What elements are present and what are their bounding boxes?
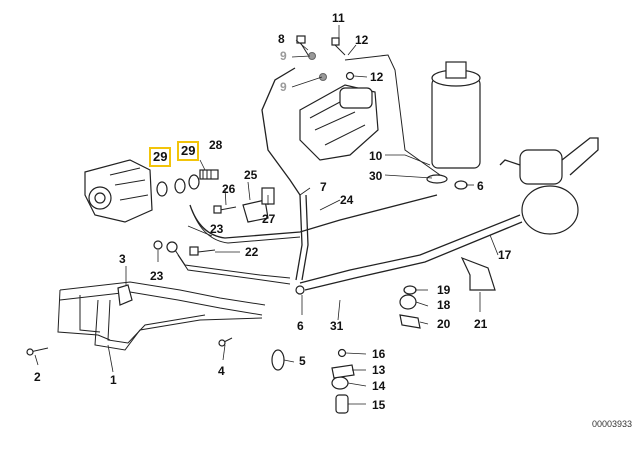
callout-28: 28 xyxy=(209,138,223,152)
callout-15: 15 xyxy=(372,398,386,412)
clip-18 xyxy=(399,294,417,310)
screw-16 xyxy=(337,348,347,358)
power-steering-pump xyxy=(84,159,153,223)
grommet-14 xyxy=(331,376,349,390)
callout-29-left[interactable]: 29 xyxy=(149,147,172,167)
callout-1: 1 xyxy=(110,373,117,387)
callout-24: 24 xyxy=(340,193,354,207)
reservoir xyxy=(426,61,481,190)
callout-3: 3 xyxy=(119,252,126,266)
callout-5: 5 xyxy=(299,354,306,368)
banjo-bolt xyxy=(199,169,219,180)
callout-8: 8 xyxy=(278,32,285,46)
callout-30: 30 xyxy=(369,169,383,183)
bracket-3 xyxy=(117,284,133,306)
callout-29-right[interactable]: 29 xyxy=(177,141,200,161)
callout-12-mid: 12 xyxy=(370,70,384,84)
callout-13: 13 xyxy=(372,363,386,377)
callout-22: 22 xyxy=(245,245,259,259)
callout-11: 11 xyxy=(332,11,345,25)
callout-9-mid: 9 xyxy=(280,80,287,94)
callout-21: 21 xyxy=(474,317,488,331)
cooling-loop-lines xyxy=(57,281,266,351)
callout-23-upper: 23 xyxy=(210,222,224,236)
callout-26: 26 xyxy=(222,182,236,196)
callout-4: 4 xyxy=(218,364,225,378)
callout-9-top: 9 xyxy=(280,49,287,63)
callout-27: 27 xyxy=(262,212,276,226)
steering-gear-box xyxy=(299,84,379,161)
callout-19: 19 xyxy=(437,283,451,297)
callout-16: 16 xyxy=(372,347,386,361)
callout-20: 20 xyxy=(437,317,451,331)
callout-17: 17 xyxy=(498,248,512,262)
callout-31: 31 xyxy=(330,319,344,333)
seal-rings xyxy=(156,174,200,197)
document-number: 00003933 xyxy=(591,419,632,429)
callout-2: 2 xyxy=(34,370,41,384)
callout-23-lower: 23 xyxy=(150,269,164,283)
callout-6-lower: 6 xyxy=(297,319,304,333)
spacer-15 xyxy=(335,394,349,414)
callout-12-top: 12 xyxy=(355,33,369,47)
clip-20 xyxy=(399,314,421,329)
bolts xyxy=(26,35,355,356)
clip-5 xyxy=(271,349,285,371)
bracket-21 xyxy=(460,256,496,291)
clip-19 xyxy=(403,285,417,295)
callout-14: 14 xyxy=(372,379,386,393)
callout-7: 7 xyxy=(320,180,327,194)
callout-18: 18 xyxy=(437,298,451,312)
callout-25: 25 xyxy=(244,168,258,182)
leader-lines xyxy=(34,25,499,405)
clamp-13 xyxy=(331,364,355,379)
pressure-accumulator xyxy=(499,137,599,235)
bracket-25 xyxy=(242,199,269,223)
callout-10: 10 xyxy=(369,149,383,163)
callout-6-right: 6 xyxy=(477,179,484,193)
